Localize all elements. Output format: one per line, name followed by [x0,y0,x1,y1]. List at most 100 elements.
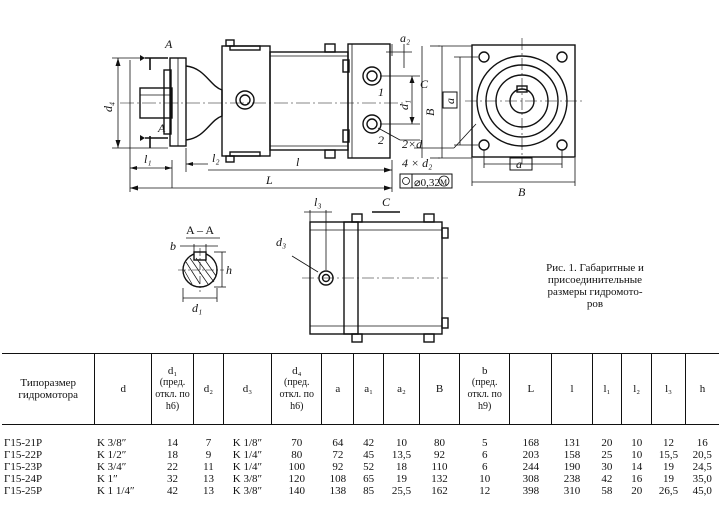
header-a2: a₂ [383,353,420,425]
table-row: Г15-24Р K 1″ 32 13 K 3/8″ 120 108 65 19 … [2,473,719,485]
label-c-right: C [420,77,429,91]
label-b-vert: B [423,108,437,116]
label-d1: d₁ [397,100,411,110]
header-d4: d₄(пред. откл. по h6) [271,353,323,425]
header-label: d [120,383,126,395]
label-h: h [226,263,232,277]
table-cell: 398 [522,485,540,497]
table-cell: 12 [663,437,675,449]
table-cell: 6 [481,449,488,461]
label-l-total: L [265,173,273,187]
table-cell: K 1 1/4″ [96,485,135,497]
table-cell: 42 [601,473,613,485]
header-l: l [551,353,593,425]
arrowheads [115,55,415,191]
label-a-horiz: a [516,157,522,171]
label-d3: d₃ [276,235,286,249]
table-cell: 32 [166,473,178,485]
table-cell: 52 [363,461,375,473]
table-cell: K 1/4″ [232,461,263,473]
header-l3: l₃ [651,353,686,425]
label-2xd: 2×d [402,137,423,151]
table-cell: K 3/8″ [96,437,127,449]
header-label: a [335,383,341,395]
header-label: a₂ [397,383,406,395]
table-cell: 20 [631,485,643,497]
table-row: Г15-25Р K 1 1/4″ 42 13 K 3/8″ 140 138 85… [2,485,719,497]
header-d1: d₁(пред. откл. по h6) [151,353,195,425]
label-d4: d₄ [101,102,115,112]
table-cell: 18 [396,461,408,473]
label-port-2: 2 [378,133,384,147]
table-cell: 13 [202,473,214,485]
label-section-aa: A – A [186,223,214,237]
table-cell: 10 [479,473,491,485]
label-tolerance: ⌀0,32 [414,177,440,189]
table-cell: 6 [481,461,488,473]
table-cell: 35,0 [692,473,712,485]
table-cell: 64 [332,437,344,449]
table-cell: 24,5 [692,461,712,473]
table-cell: 5 [481,437,488,449]
label-4xd2: 4 × d₂ [402,156,432,170]
table-cell: 22 [166,461,178,473]
header-sub: (пред. откл. по h9) [467,377,502,412]
table-cell: 19 [396,473,408,485]
header-d: d [94,353,152,425]
table-cell: 16 [631,473,643,485]
table-cell: 12 [479,485,491,497]
header-label: l₂ [633,383,641,395]
table-cell: 45 [363,449,375,461]
table-cell: K 3/4″ [96,461,127,473]
figure-caption: Рис. 1. Габаритные и присоединительные р… [520,262,670,310]
header-b: b(пред. откл. по h9) [459,353,511,425]
header-label: d₂ [203,383,214,395]
table-cell: K 1/2″ [96,449,127,461]
motor-side-view [120,39,405,163]
label-a2: a₂ [400,31,410,45]
table-cell: 10 [396,437,408,449]
table-cell: 85 [363,485,375,497]
table-cell: 19 [663,473,675,485]
header-label: Типоразмер гидромотора [18,377,79,401]
table-cell: 9 [205,449,212,461]
table-cell: 92 [332,461,344,473]
label-a-bottom: A [157,121,166,135]
header-label: a₁ [364,383,374,395]
table-cell: 110 [431,461,448,473]
table-cell: 20,5 [692,449,712,461]
table-cell: 14 [166,437,178,449]
table-cell: 30 [601,461,613,473]
table-cell: 203 [522,449,540,461]
table-cell: 15,5 [658,449,679,461]
table-cell: 310 [563,485,581,497]
caption-line: размеры гидромото- [547,286,643,298]
table-cell: 7 [205,437,212,449]
table-cell: 65 [363,473,375,485]
header-l2: l₂ [621,353,653,425]
header-a: a [321,353,355,425]
label-tolerance-mod: M [440,178,447,187]
label-a-top: A [164,37,173,51]
table-cell: 190 [563,461,581,473]
table-header-row: Типоразмер гидромотора d d₁(пред. откл. … [2,353,719,425]
table-cell: Г15-25Р [4,485,43,497]
table-cell: K 3/8″ [232,485,263,497]
table-cell: 25 [601,449,613,461]
table-cell: K 3/8″ [232,473,263,485]
header-label: h [699,383,706,395]
table-cell: 26,5 [658,485,679,497]
label-d1-section: d₁ [192,301,202,315]
header-label: d₄ [292,365,302,377]
header-d3: d₃ [223,353,273,425]
table-cell: 58 [601,485,613,497]
motor-side-view-c [291,210,449,343]
header-label: d₃ [242,383,253,395]
dimensions-table: Типоразмер гидромотора d d₁(пред. откл. … [2,353,719,497]
header-model: Типоразмер гидромотора [2,353,96,425]
table-cell: 13,5 [391,449,412,461]
table-cell: 138 [329,485,347,497]
table-cell: K 1″ [96,473,118,485]
table-cell: 80 [434,437,445,449]
label-port-1: 1 [378,85,384,99]
